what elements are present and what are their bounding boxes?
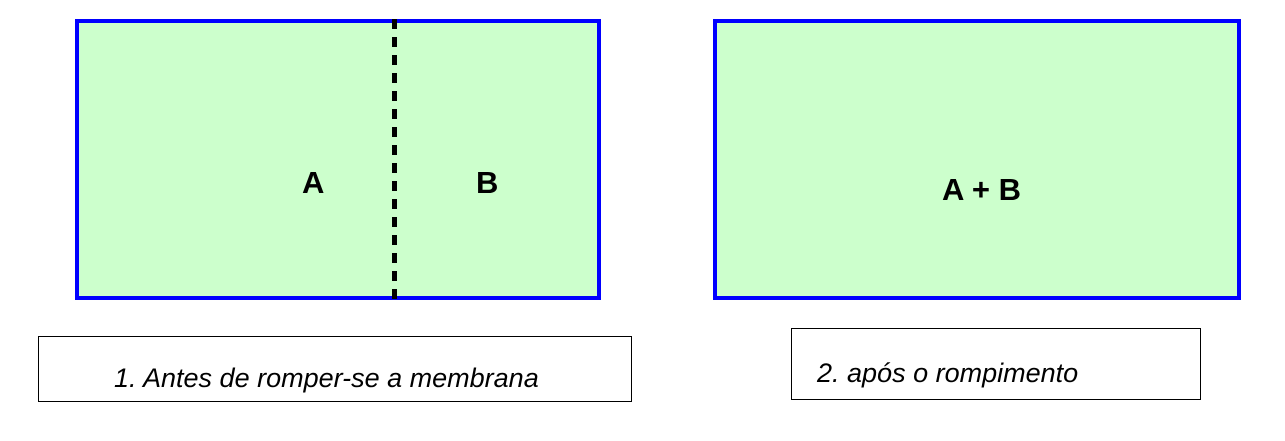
caption-after-text: 2. após o rompimento [817, 358, 1079, 388]
caption-after: 2. após o rompimento [791, 328, 1201, 400]
compartment-before [75, 19, 601, 300]
membrane-dashed-line [392, 19, 397, 300]
caption-before: 1. Antes de romper-se a membrana [38, 336, 632, 402]
label-compartment-b: B [476, 165, 499, 200]
label-compartment-a-plus-b: A + B [942, 172, 1021, 207]
compartment-after [713, 19, 1241, 300]
label-compartment-a: A [302, 165, 325, 200]
caption-before-text: 1. Antes de romper-se a membrana [114, 363, 539, 393]
